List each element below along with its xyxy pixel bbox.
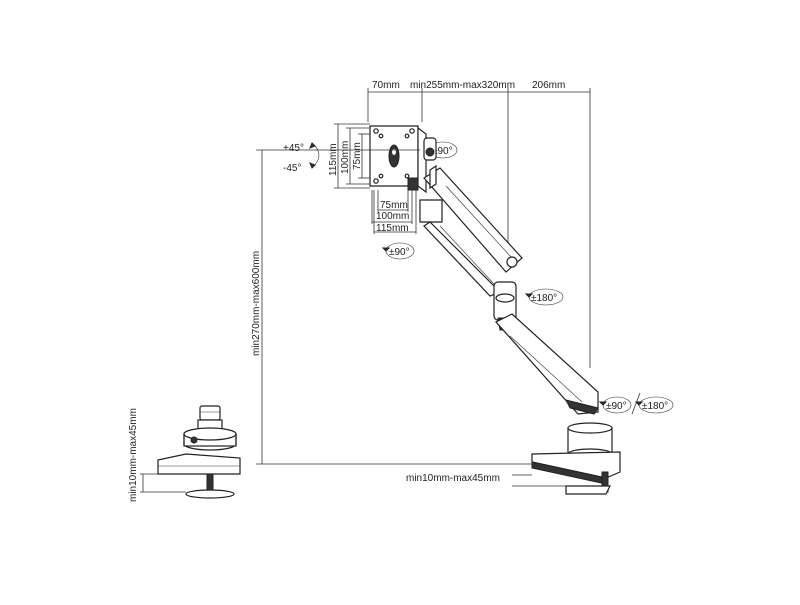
tilt-plus-label: +45° — [283, 143, 304, 154]
rotation-head-label: ±90° — [432, 146, 453, 157]
clamp-detail: min10mm-max45mm — [128, 405, 241, 502]
rotation-base-180-label: ±180° — [642, 401, 668, 412]
tilt-minus-label: -45° — [283, 163, 301, 174]
vesa-v115-label: 115mm — [328, 143, 339, 176]
dim-arm-length-label: min255mm-max320mm — [410, 80, 515, 91]
rotation-swivel-badge: ±90° — [381, 242, 415, 260]
rotation-elbow-badge: ±180° — [524, 288, 564, 306]
monitor-arm — [419, 137, 621, 495]
vesa-vertical-dimensions: 115mm 100mm 75mm — [328, 123, 370, 189]
vesa-horizontal-dimensions: 75mm 100mm 115mm — [371, 190, 417, 234]
clamp-side-label: min10mm-max45mm — [128, 408, 139, 502]
clamp-thickness-dimension: min10mm-max45mm — [406, 473, 566, 487]
vesa-v100-label: 100mm — [340, 141, 351, 174]
rotation-base-badges: ±90° ±180° — [598, 392, 674, 415]
vesa-h115-label: 115mm — [376, 223, 409, 234]
top-dimensions: 70mm min255mm-max320mm 206mm — [367, 80, 591, 368]
vesa-h75-label: 75mm — [380, 200, 408, 211]
vesa-v75-label: 75mm — [352, 142, 363, 170]
rotation-base-90-label: ±90° — [606, 401, 627, 412]
height-dimension: min270mm-max600mm — [251, 149, 540, 465]
tilt-indicator: +45° -45° — [283, 142, 320, 174]
rotation-elbow-label: ±180° — [531, 293, 557, 304]
vesa-plate — [369, 125, 427, 194]
clamp-bottom-label: min10mm-max45mm — [406, 473, 500, 484]
rotation-swivel-label: ±90° — [389, 247, 410, 258]
dim-70mm-label: 70mm — [372, 80, 400, 91]
dim-206mm-label: 206mm — [532, 80, 565, 91]
vesa-h100-label: 100mm — [376, 211, 409, 222]
height-range-label: min270mm-max600mm — [251, 251, 262, 356]
